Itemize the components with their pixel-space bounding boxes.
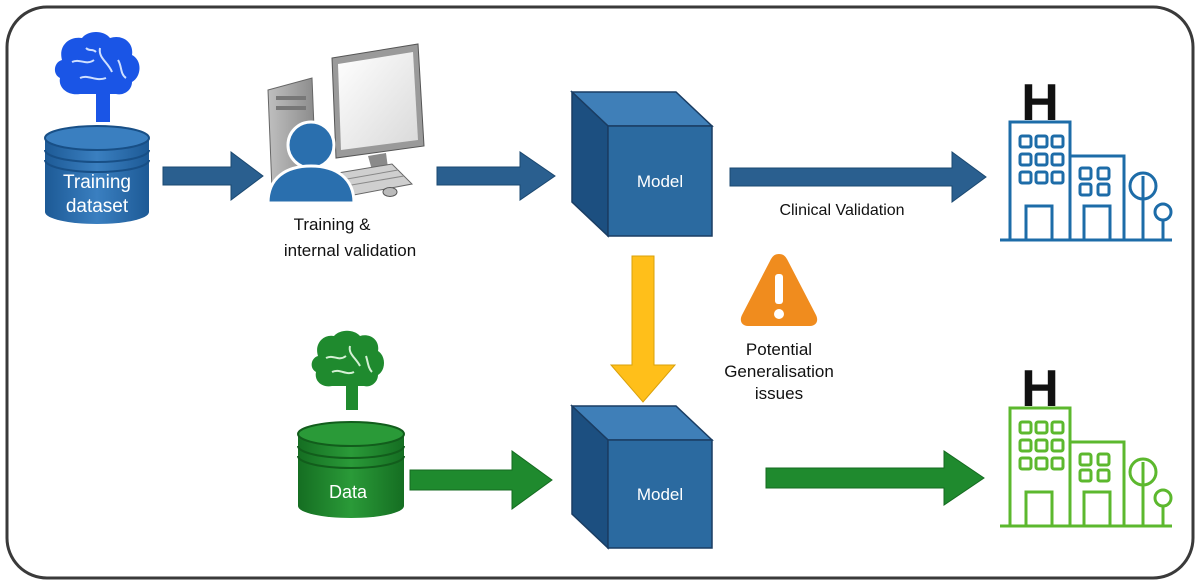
- arrow-model-to-green-hospital: [765, 450, 985, 506]
- arrow-training-to-model: [436, 151, 556, 201]
- arrow-model-to-hospital: [729, 151, 987, 203]
- user-icon: [266, 120, 356, 205]
- computer-icon: [267, 43, 425, 199]
- brain-icon: [311, 330, 384, 410]
- generalisation-label-line3: issues: [755, 384, 803, 403]
- model-label-top: Model: [637, 172, 683, 191]
- hospital-letter-bottom: H: [1021, 360, 1059, 418]
- arrow-dataset-to-training: [162, 151, 264, 201]
- arrow-model-down: [609, 255, 677, 403]
- model-cube-top: [570, 90, 714, 238]
- model-label-bottom: Model: [637, 485, 683, 504]
- hospital-letter-top: H: [1021, 74, 1059, 132]
- generalisation-label-line2: Generalisation: [724, 362, 834, 381]
- model-cube-bottom: [570, 404, 714, 550]
- training-dataset-label-line2: dataset: [66, 196, 129, 217]
- brain-icon: [54, 32, 140, 122]
- database-icon: [44, 125, 150, 224]
- generalisation-label-line1: Potential: [746, 340, 812, 359]
- training-label-line2: internal validation: [284, 241, 416, 260]
- hospital-icon: [1000, 120, 1173, 242]
- training-label-line1: Training &: [294, 215, 372, 234]
- hospital-icon: [1000, 406, 1173, 528]
- warning-icon: [740, 254, 818, 326]
- training-dataset-label-line1: Training: [63, 172, 131, 193]
- data-label: Data: [329, 482, 368, 502]
- database-icon: [297, 421, 405, 518]
- arrow-data-to-model: [409, 450, 553, 510]
- clinical-validation-label: Clinical Validation: [779, 202, 904, 219]
